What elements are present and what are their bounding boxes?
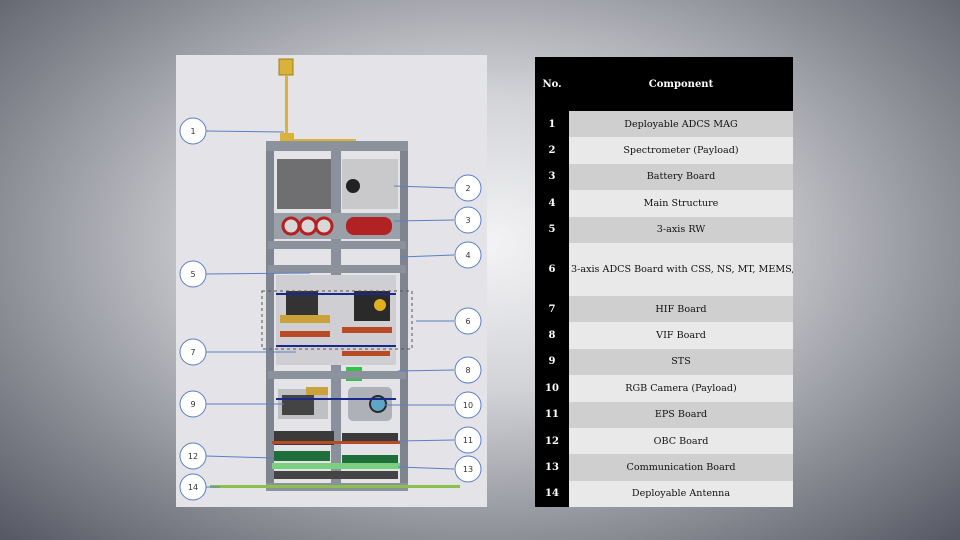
callout-2: 2 — [465, 184, 470, 193]
callout-lines — [205, 130, 455, 488]
callout-7: 7 — [190, 348, 195, 357]
row-number: 13 — [535, 454, 569, 481]
callout-8: 8 — [465, 366, 470, 375]
spectrometer-lens — [346, 179, 360, 193]
callout-3: 3 — [465, 216, 470, 225]
structure-ring — [268, 371, 406, 379]
row-component: 3-axis RW — [569, 216, 793, 243]
cubesat-drawing: 1 2 3 4 5 6 7 8 9 10 11 12 13 14 — [179, 58, 482, 501]
vif-board-trace — [276, 345, 396, 347]
comm-board — [272, 463, 400, 469]
comm-board-components — [274, 471, 398, 479]
row-component: STS — [569, 348, 793, 376]
mag-hinge — [280, 133, 294, 143]
table-header-row: No. Component — [535, 57, 793, 111]
row-number: 7 — [535, 295, 569, 323]
header-no: No. — [535, 57, 569, 111]
callout-14: 14 — [188, 483, 198, 492]
callout-10: 10 — [463, 401, 473, 410]
callout-5: 5 — [190, 270, 195, 279]
vif-board — [342, 351, 390, 356]
adcs-board-strip — [280, 315, 330, 323]
frame-rail-left — [266, 141, 274, 491]
deployable-antenna — [210, 485, 460, 488]
callout-9: 9 — [190, 400, 195, 409]
row-component: HIF Board — [569, 295, 793, 323]
row-number: 11 — [535, 401, 569, 428]
header-component: Component — [569, 57, 793, 111]
battery-cell — [314, 216, 334, 236]
callout-12: 12 — [188, 452, 198, 461]
row-component: VIF Board — [569, 322, 793, 349]
structure-ring — [268, 265, 406, 273]
row-component: Deployable Antenna — [569, 480, 793, 508]
row-number: 14 — [535, 480, 569, 508]
row-component: Main Structure — [569, 190, 793, 217]
eps-board-right — [342, 433, 398, 443]
hif-board — [280, 331, 330, 337]
row-component: OBC Board — [569, 427, 793, 455]
row-number: 5 — [535, 216, 569, 243]
callout-13: 13 — [463, 465, 473, 474]
adcs-board-trace — [276, 293, 396, 295]
row-number: 6 — [535, 242, 569, 296]
battery-cell — [281, 216, 301, 236]
frame-rail-right — [400, 141, 408, 491]
row-component: EPS Board — [569, 401, 793, 428]
row-component: 3-axis ADCS Board with CSS, NS, MT, MEMS… — [569, 242, 793, 296]
cubesat-cad-figure: 1 2 3 4 5 6 7 8 9 10 11 12 13 14 — [176, 55, 487, 507]
row-number: 4 — [535, 190, 569, 217]
eps-board-edge — [272, 441, 400, 444]
adcs-lens — [374, 299, 386, 311]
callout-circles — [179, 117, 482, 501]
battery-cell — [298, 216, 318, 236]
row-number: 8 — [535, 322, 569, 349]
row-component: Spectrometer (Payload) — [569, 137, 793, 164]
hif-board-strip — [342, 327, 392, 333]
row-number: 3 — [535, 163, 569, 191]
reaction-wheel — [286, 291, 318, 317]
battery-cell-long — [346, 217, 392, 235]
row-number: 9 — [535, 348, 569, 376]
spectrometer-block-left — [277, 159, 331, 209]
row-component: Communication Board — [569, 454, 793, 481]
row-component: RGB Camera (Payload) — [569, 375, 793, 402]
obc-board — [274, 451, 330, 461]
callout-4: 4 — [465, 251, 470, 260]
row-component: Deployable ADCS MAG — [569, 111, 793, 138]
frame-top — [266, 141, 408, 151]
adcs-dashed-box — [261, 290, 413, 350]
camera-board-trace — [276, 398, 396, 400]
row-number: 2 — [535, 137, 569, 164]
callout-1: 1 — [190, 127, 195, 136]
row-number: 10 — [535, 375, 569, 402]
obc-board-right — [342, 455, 398, 463]
row-component: Battery Board — [569, 163, 793, 191]
callout-6: 6 — [465, 317, 470, 326]
mag-sensor-head — [278, 58, 294, 76]
sts-connector — [306, 387, 328, 395]
row-number: 12 — [535, 427, 569, 455]
mag-boom — [285, 75, 288, 135]
structure-ring — [268, 241, 406, 249]
row-number: 1 — [535, 111, 569, 138]
callout-11: 11 — [463, 436, 473, 445]
